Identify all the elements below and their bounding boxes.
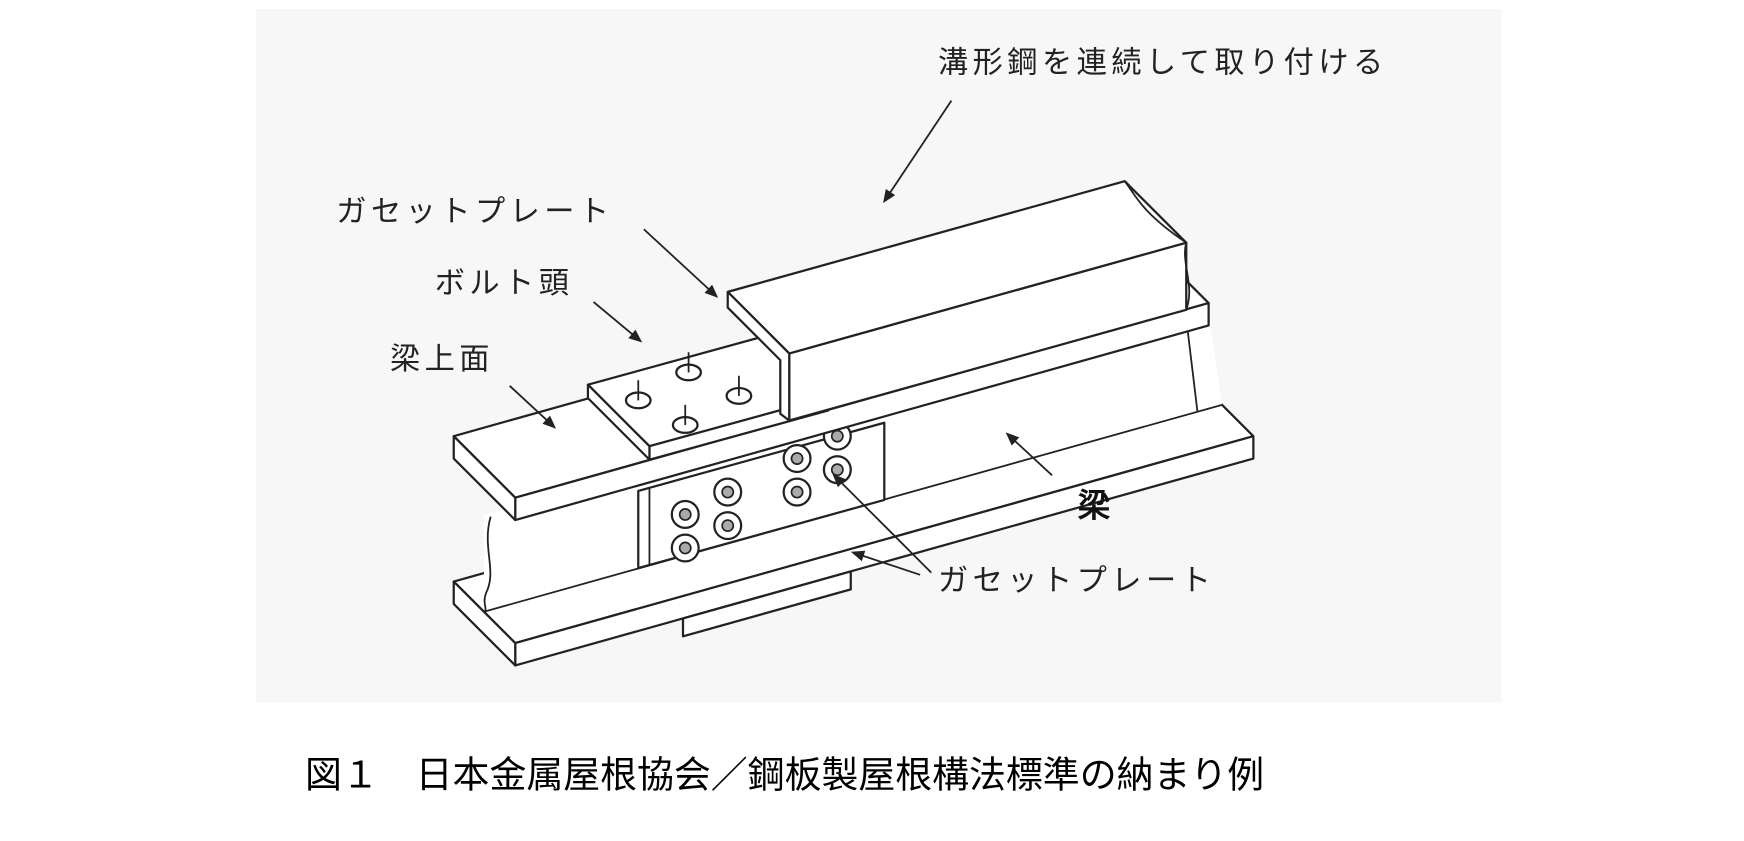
figure-caption: 図１ 日本金属屋根協会／鋼板製屋根構法標準の納まり例 bbox=[305, 753, 1264, 796]
leader-lines bbox=[509, 100, 1053, 576]
bolt-icon bbox=[675, 352, 703, 382]
side-bolts bbox=[670, 421, 852, 563]
label-channel: 溝形鋼を連続して取り付ける bbox=[938, 46, 1388, 81]
label-beam-top: 梁上面 bbox=[390, 342, 494, 377]
channel-steel bbox=[726, 180, 1191, 422]
bolt-icon bbox=[725, 375, 753, 405]
bolt-icon bbox=[624, 380, 652, 410]
label-gusset-side: ガセットプレート bbox=[938, 563, 1215, 598]
label-bolt-head: ボルト頭 bbox=[435, 266, 574, 301]
label-beam: 梁 bbox=[1078, 487, 1111, 525]
bolt-icon bbox=[671, 404, 699, 434]
label-gusset-top: ガセットプレート bbox=[336, 194, 613, 229]
top-bolts bbox=[624, 352, 753, 434]
bottom-gusset-plate bbox=[681, 570, 852, 638]
